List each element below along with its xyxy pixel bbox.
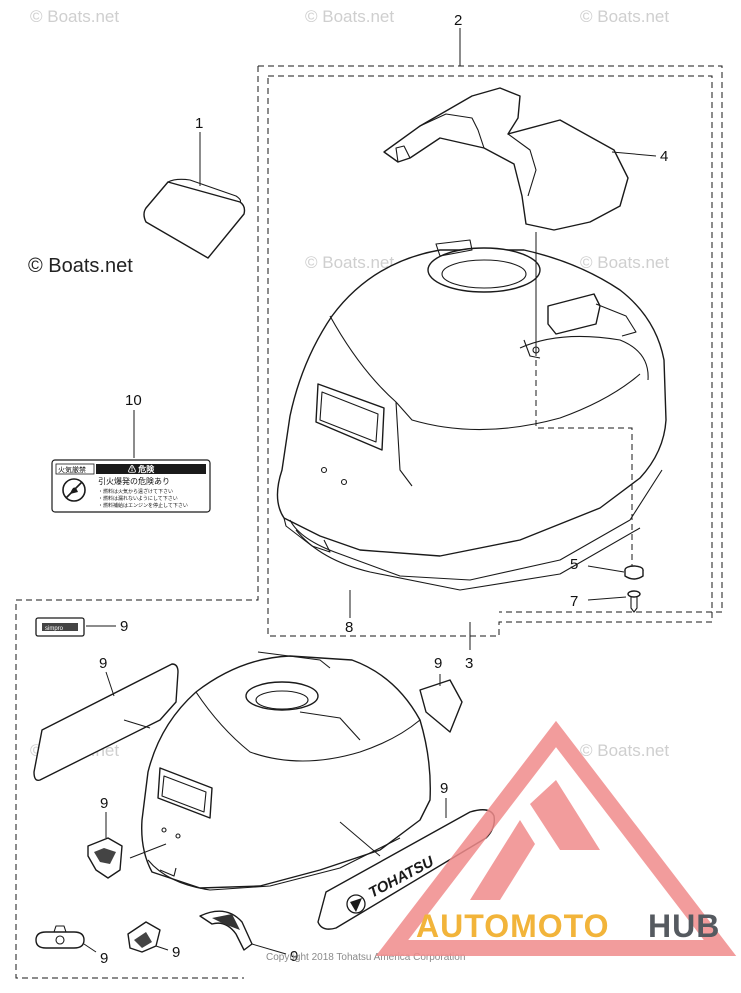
callout-9: 9	[100, 950, 108, 967]
brand-name-primary: AUTOMOTO	[416, 908, 609, 944]
watermark-text-dark: © Boats.net	[28, 255, 133, 277]
warning-line: ・燃料は漏れないようにして下さい	[98, 495, 178, 502]
part-9-bottom-badges	[35, 910, 287, 955]
warning-line: ・燃料は火気から遠ざけて下さい	[98, 488, 173, 495]
callout-5: 5	[570, 556, 578, 573]
part-5-grommet	[587, 565, 644, 580]
leader-dashed	[535, 350, 633, 566]
part-10-warning-decal: 火気厳禁 ⚠ 危険 引火爆発の危険あり ・燃料は火気から遠ざけて下さい ・燃料は…	[51, 410, 211, 513]
callout-3: 3	[465, 655, 473, 672]
group-boundary-outer	[15, 66, 259, 979]
part-1-pad	[143, 132, 246, 259]
warning-header-right: ⚠ 危険	[128, 464, 155, 474]
warning-header-left: 火気厳禁	[58, 465, 86, 474]
watermark-text: © Boats.net	[305, 7, 394, 26]
callout-8: 8	[345, 619, 353, 636]
part-7-screw	[587, 590, 641, 613]
watermark-text: © Boats.net	[580, 741, 669, 760]
callout-9: 9	[99, 655, 107, 672]
callout-9: 9	[440, 780, 448, 797]
warning-line: ・燃料補給はエンジンを停止して下さい	[98, 502, 188, 509]
callout-9: 9	[120, 618, 128, 635]
part-9-emblem-decal	[87, 812, 123, 879]
copyright-text: Copyright 2018 Tohatsu America Corporati…	[266, 952, 465, 963]
callout-9: 9	[290, 948, 298, 965]
callout-2: 2	[454, 12, 462, 29]
callout-7: 7	[570, 593, 578, 610]
engine-cover-lower	[129, 651, 431, 891]
callout-9: 9	[172, 944, 180, 961]
part-9-tab-decal	[419, 674, 463, 733]
callout-4: 4	[660, 148, 668, 165]
part-9-side-decal-left	[33, 663, 179, 782]
brand-name-secondary: HUB	[648, 908, 720, 944]
part-4-cover-plate	[383, 87, 657, 231]
callout-10: 10	[125, 392, 142, 409]
warning-line: 引火爆発の危険あり	[98, 476, 170, 486]
group-boundary-2	[258, 65, 723, 613]
watermark-text: © Boats.net	[305, 253, 394, 272]
callout-1: 1	[195, 115, 203, 132]
watermark-text: © Boats.net	[580, 253, 669, 272]
watermark-text: © Boats.net	[580, 7, 669, 26]
part-9-badge-top: simpro	[35, 617, 116, 637]
brand-logo	[375, 720, 737, 956]
watermark-text: © Boats.net	[30, 7, 119, 26]
callout-9: 9	[100, 795, 108, 812]
badge-text: simpro	[45, 626, 64, 632]
engine-cover-main	[276, 239, 667, 591]
callout-9: 9	[434, 655, 442, 672]
group-boundary-inner	[267, 75, 713, 637]
